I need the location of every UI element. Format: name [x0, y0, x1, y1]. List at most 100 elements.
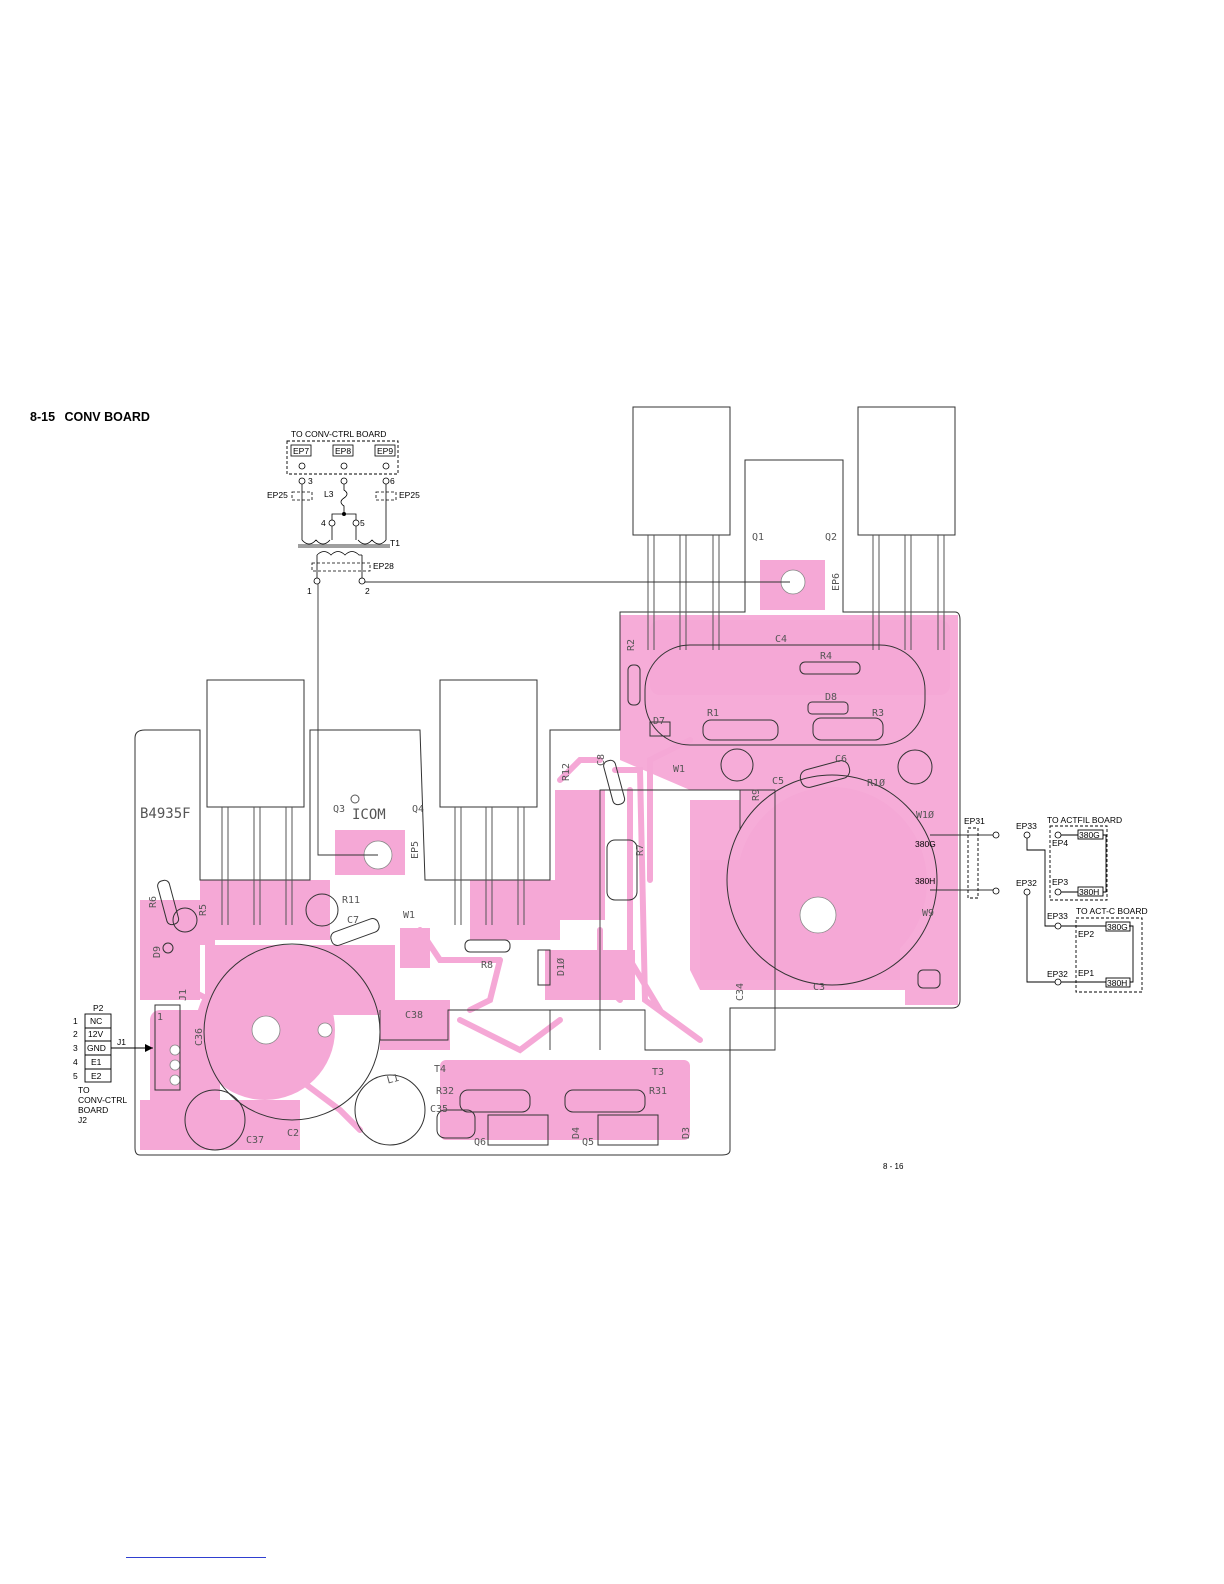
- pin1-label: 1: [307, 586, 312, 596]
- ep8-label: EP8: [335, 446, 351, 456]
- transistor-leads: [221, 535, 945, 925]
- pin4-label: 4: [321, 518, 326, 528]
- section-title: CONV BOARD: [64, 410, 150, 424]
- q3-body: [206, 679, 305, 808]
- icom-logo: ICOM: [352, 807, 386, 823]
- to-actfil-label: TO ACTFIL BOARD: [1047, 815, 1122, 825]
- to-line-2: CONV-CTRL: [78, 1095, 127, 1105]
- label-w1b: W1: [403, 910, 415, 921]
- label-d3: D3: [681, 1127, 692, 1139]
- label-c34: C34: [735, 983, 746, 1001]
- p2-pin-3-signal: GND: [87, 1043, 106, 1053]
- label-r3: R3: [872, 708, 884, 719]
- label-t3: T3: [652, 1067, 664, 1078]
- ep25-right: EP25: [399, 490, 420, 500]
- label-ep6: EP6: [831, 573, 842, 591]
- pin5-label: 5: [360, 518, 365, 528]
- label-w1a: W1: [673, 764, 685, 775]
- label-c4: C4: [775, 634, 787, 645]
- r11-outline: [305, 893, 339, 927]
- p2-connector: P2 1 2 3 4 5 NC 12V GND E1 E2 J1 TO CONV…: [73, 1003, 153, 1125]
- pin3-label: 3: [308, 476, 313, 486]
- label-ep5: EP5: [410, 841, 421, 859]
- p2-pin-2-num: 2: [73, 1029, 78, 1039]
- ep2-label: EP2: [1078, 929, 1094, 939]
- q2-body: [857, 406, 956, 536]
- c37-outline: [184, 1089, 246, 1151]
- silkscreen-labels: B4935F ICOM Q1 Q2 Q3 Q4 Q5 Q6 R1 R2 R3 R…: [140, 532, 936, 1148]
- label-j1-pin: 1: [157, 1012, 163, 1023]
- ep7-label: EP7: [293, 446, 309, 456]
- q1-body: [632, 406, 731, 536]
- page-number: 8 - 16: [883, 1162, 904, 1171]
- p2-pin-1-signal: NC: [90, 1016, 102, 1026]
- copper-layer: [140, 560, 958, 1150]
- label-r31: R31: [649, 1086, 667, 1097]
- ep3-label: EP3: [1052, 877, 1068, 887]
- p2-pin-4-signal: E1: [91, 1057, 102, 1067]
- pin2-label: 2: [365, 586, 370, 596]
- to-ctrl-label: TO CONV-CTRL BOARD: [291, 429, 386, 439]
- to-line-3: BOARD: [78, 1105, 108, 1115]
- label-c35: C35: [430, 1104, 448, 1115]
- ep9-label: EP9: [377, 446, 393, 456]
- label-q3: Q3: [333, 804, 345, 815]
- p2-pin-5-signal: E2: [91, 1071, 102, 1081]
- label-r1: R1: [707, 708, 719, 719]
- bottom-link-underline: [126, 1557, 266, 1558]
- p2-pin-2-signal: 12V: [88, 1029, 103, 1039]
- t1-schematic: TO CONV-CTRL BOARD EP7 EP8 EP9: [267, 429, 420, 596]
- ep31-label: EP31: [964, 816, 985, 826]
- label-q4: Q4: [412, 804, 424, 815]
- label-r4: R4: [820, 651, 832, 662]
- right-connections: EP31 EP33 EP32 EP33 EP32 TO ACTFIL BOARD: [964, 815, 1148, 993]
- p2-pin-3-num: 3: [73, 1043, 78, 1053]
- label-r8: R8: [481, 960, 493, 971]
- label-c37: C37: [246, 1135, 264, 1146]
- label-d9: D9: [152, 946, 163, 958]
- label-q1: Q1: [752, 532, 764, 543]
- r10-outline: [897, 749, 933, 785]
- label-c38: C38: [405, 1010, 423, 1021]
- label-c3: C3: [813, 982, 825, 993]
- r9-outline: [720, 748, 754, 782]
- label-c36: C36: [194, 1028, 205, 1046]
- t1-label: T1: [390, 538, 400, 548]
- label-c6: C6: [835, 754, 847, 765]
- page-title: 8-15 CONV BOARD: [30, 410, 150, 424]
- label-t4: T4: [434, 1064, 446, 1075]
- actfil-380h: 380H: [1079, 887, 1099, 897]
- to-actc-label: TO ACT-C BOARD: [1076, 906, 1148, 916]
- ep32-bottom: EP32: [1047, 969, 1068, 979]
- to-line-1: TO: [78, 1085, 90, 1095]
- label-r9: R9: [751, 789, 762, 801]
- c3-outline: [726, 774, 938, 986]
- label-r10: R1Ø: [867, 777, 885, 789]
- q4-body: [439, 679, 538, 808]
- board-outline: [134, 459, 961, 1156]
- ep28-label: EP28: [373, 561, 394, 571]
- label-c7: C7: [347, 915, 359, 926]
- ep1-label: EP1: [1078, 968, 1094, 978]
- pin6-label: 6: [390, 476, 395, 486]
- label-r6: R6: [148, 896, 159, 908]
- l3-label: L3: [324, 489, 334, 499]
- p2-pin-1-num: 1: [73, 1016, 78, 1026]
- label-q5: Q5: [582, 1137, 594, 1148]
- label-r2: R2: [626, 639, 637, 651]
- p2-pin-5-num: 5: [73, 1071, 78, 1081]
- copper-traces: [167, 737, 703, 1133]
- ep32-top: EP32: [1016, 878, 1037, 888]
- label-r5: R5: [198, 904, 209, 916]
- label-j1: J1: [178, 989, 189, 1001]
- to-line-4: J2: [78, 1115, 87, 1125]
- board-380h: 380H: [915, 876, 935, 886]
- label-c8: C8: [596, 754, 607, 766]
- label-l1: L1: [386, 1073, 400, 1087]
- label-q6: Q6: [474, 1137, 486, 1148]
- label-c2: C2: [287, 1128, 299, 1139]
- label-w9: W9: [922, 908, 934, 919]
- label-r32: R32: [436, 1086, 454, 1097]
- p2-label: P2: [93, 1003, 104, 1013]
